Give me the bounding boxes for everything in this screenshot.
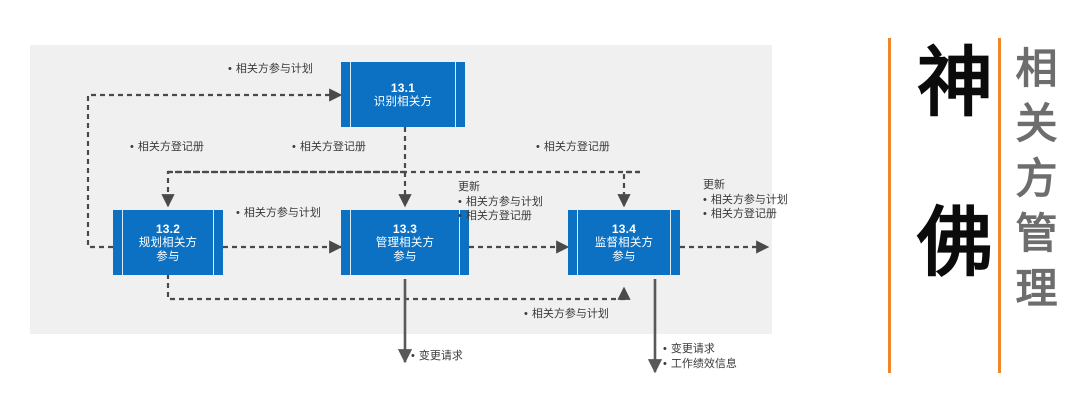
label-update-item-2: 相关方登记册 [458,209,543,224]
process-box-13-1[interactable]: 13.1 识别相关方 [341,62,465,127]
label-update-item-1: 相关方参与计划 [458,195,543,210]
box-divider-right [213,210,214,275]
accent-rule-right [998,38,1001,373]
box-divider-left [350,210,351,275]
edge-13-2-to-13-1 [86,88,343,249]
process-name-line-2: 参与 [393,250,417,263]
process-number: 13.2 [155,221,181,236]
label-plan-13-2-to-13-3: 相关方参与计划 [236,206,321,221]
label-bottom-plan: 相关方参与计划 [524,307,609,322]
label-text: 相关方参与计划 [228,62,313,77]
process-name-line-1: 管理相关方 [375,236,435,249]
process-name-line-1: 规划相关方 [138,236,198,249]
label-change-request: 变更请求 [663,342,737,357]
label-text: 相关方登记册 [536,140,610,155]
process-number: 13.3 [392,221,418,236]
label-update-item-1: 相关方参与计划 [703,193,788,208]
label-text: 变更请求 [411,349,463,364]
label-text: 相关方参与计划 [524,307,609,322]
label-update-item-2: 相关方登记册 [703,207,788,222]
label-update-header: 更新 [703,179,725,191]
label-outputs-13-4: 变更请求 工作绩效信息 [663,342,737,371]
accent-rule-left [888,38,891,373]
edge-13-2-feedback-to-13-4 [166,274,631,301]
box-divider-right [670,210,671,275]
label-change-request-13-3: 变更请求 [411,349,463,364]
box-divider-left [122,210,123,275]
brand-title: 神佛 [904,42,993,362]
process-name: 识别相关方 [373,95,433,108]
process-name-line-2: 参与 [156,250,180,263]
label-update-right: 更新 相关方参与计划 相关方登记册 [703,178,788,222]
label-register-left: 相关方登记册 [130,140,204,155]
edge-register-to-13-4 [617,170,640,208]
box-divider-right [455,62,456,127]
process-box-13-3[interactable]: 13.3 管理相关方 参与 [341,210,469,275]
label-work-performance: 工作绩效信息 [663,357,737,372]
label-update-header: 更新 [458,181,480,193]
topic-title: 相关方管理 [1009,46,1058,321]
process-number: 13.1 [390,80,416,95]
label-top-plan: 相关方参与计划 [228,62,313,77]
label-text: 相关方登记册 [130,140,204,155]
label-update-mid: 更新 相关方参与计划 相关方登记册 [458,180,543,224]
process-box-13-4[interactable]: 13.4 监督相关方 参与 [568,210,680,275]
box-divider-right [459,210,460,275]
process-name-line-1: 监督相关方 [594,236,654,249]
box-divider-left [577,210,578,275]
label-text: 相关方参与计划 [236,206,321,221]
process-box-13-2[interactable]: 13.2 规划相关方 参与 [113,210,223,275]
title-panel: 神佛 相关方管理 [880,28,1070,388]
label-text: 相关方登记册 [292,140,366,155]
process-name-line-2: 参与 [612,250,636,263]
process-number: 13.4 [611,221,637,236]
label-register-right: 相关方登记册 [536,140,610,155]
label-register-mid: 相关方登记册 [292,140,366,155]
box-divider-left [350,62,351,127]
